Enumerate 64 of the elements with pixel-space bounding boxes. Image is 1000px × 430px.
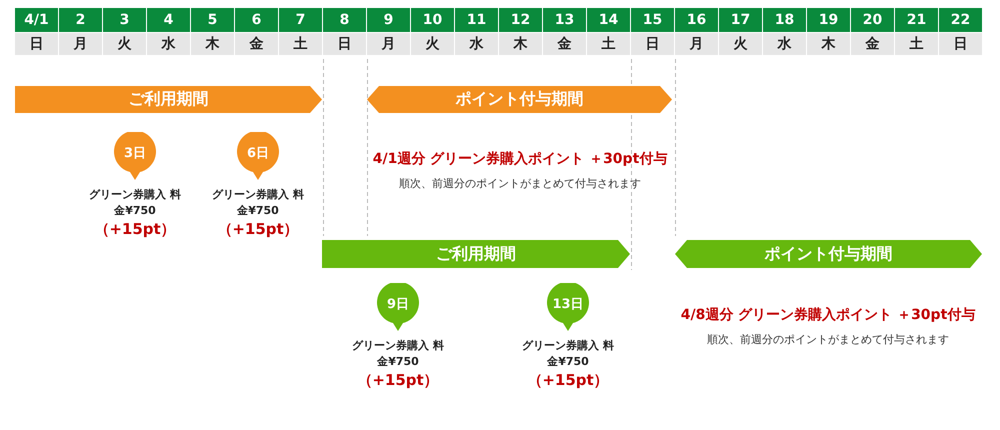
points-note: （+15pt） bbox=[93, 221, 177, 237]
purchase-note: グリーン券購入 料金¥750 bbox=[88, 187, 182, 219]
date-cell: 21 bbox=[895, 8, 938, 32]
date-pin: 9日 bbox=[377, 283, 419, 331]
date-cell: 6 bbox=[235, 8, 278, 32]
weekday-cell: 土 bbox=[587, 33, 630, 55]
points-note: （+15pt） bbox=[216, 221, 300, 237]
date-cell: 4 bbox=[147, 8, 190, 32]
note-text: 順次、前週分のポイントがまとめて付与されます bbox=[398, 176, 642, 191]
date-cell: 22 bbox=[939, 8, 982, 32]
date-cell: 3 bbox=[103, 8, 146, 32]
purchase-note: グリーン券購入 料金¥750 bbox=[211, 187, 305, 219]
weekday-cell: 日 bbox=[939, 33, 982, 55]
weekday-cell: 日 bbox=[15, 33, 58, 55]
weekday-cell: 日 bbox=[323, 33, 366, 55]
date-cell: 8 bbox=[323, 8, 366, 32]
weekday-cell: 金 bbox=[543, 33, 586, 55]
double-arrow-banner: ポイント付与期間 bbox=[675, 240, 982, 268]
date-cell: 2 bbox=[59, 8, 102, 32]
purchase-note: グリーン券購入 料金¥750 bbox=[351, 338, 445, 370]
date-cell: 15 bbox=[631, 8, 674, 32]
weekday-cell: 月 bbox=[367, 33, 410, 55]
arrow-banner: ご利用期間 bbox=[15, 86, 322, 113]
points-awarded-text: 4/1週分 グリーン券購入ポイント ＋30pt付与 bbox=[372, 150, 668, 168]
date-cell: 11 bbox=[455, 8, 498, 32]
weekday-cell: 日 bbox=[631, 33, 674, 55]
points-awarded-text: 4/8週分 グリーン券購入ポイント ＋30pt付与 bbox=[680, 306, 976, 324]
weekday-cell: 金 bbox=[851, 33, 894, 55]
weekday-cell: 月 bbox=[675, 33, 718, 55]
points-note: （+15pt） bbox=[526, 372, 610, 388]
double-arrow-banner: ポイント付与期間 bbox=[367, 86, 672, 113]
note-text: 順次、前週分のポイントがまとめて付与されます bbox=[706, 332, 950, 347]
date-cell: 20 bbox=[851, 8, 894, 32]
weekday-cell: 水 bbox=[455, 33, 498, 55]
weekday-cell: 木 bbox=[191, 33, 234, 55]
date-pin: 6日 bbox=[237, 132, 279, 180]
weekday-cell: 土 bbox=[279, 33, 322, 55]
weekday-cell: 火 bbox=[411, 33, 454, 55]
weekday-cell: 月 bbox=[59, 33, 102, 55]
date-cell: 12 bbox=[499, 8, 542, 32]
weekday-cell: 火 bbox=[719, 33, 762, 55]
weekday-cell: 木 bbox=[807, 33, 850, 55]
date-cell: 19 bbox=[807, 8, 850, 32]
date-pin: 3日 bbox=[114, 132, 156, 180]
date-pin: 13日 bbox=[547, 283, 589, 331]
weekday-cell: 水 bbox=[147, 33, 190, 55]
points-note: （+15pt） bbox=[356, 372, 440, 388]
weekday-cell: 土 bbox=[895, 33, 938, 55]
weekday-cell: 水 bbox=[763, 33, 806, 55]
purchase-note: グリーン券購入 料金¥750 bbox=[521, 338, 615, 370]
weekday-cell: 火 bbox=[103, 33, 146, 55]
date-cell: 13 bbox=[543, 8, 586, 32]
date-cell: 16 bbox=[675, 8, 718, 32]
date-cell: 14 bbox=[587, 8, 630, 32]
date-cell: 10 bbox=[411, 8, 454, 32]
weekday-cell: 木 bbox=[499, 33, 542, 55]
arrow-banner: ご利用期間 bbox=[322, 240, 630, 268]
date-cell: 4/1 bbox=[15, 8, 58, 32]
date-cell: 7 bbox=[279, 8, 322, 32]
date-cell: 17 bbox=[719, 8, 762, 32]
date-cell: 9 bbox=[367, 8, 410, 32]
weekday-cell: 金 bbox=[235, 33, 278, 55]
date-cell: 5 bbox=[191, 8, 234, 32]
date-cell: 18 bbox=[763, 8, 806, 32]
